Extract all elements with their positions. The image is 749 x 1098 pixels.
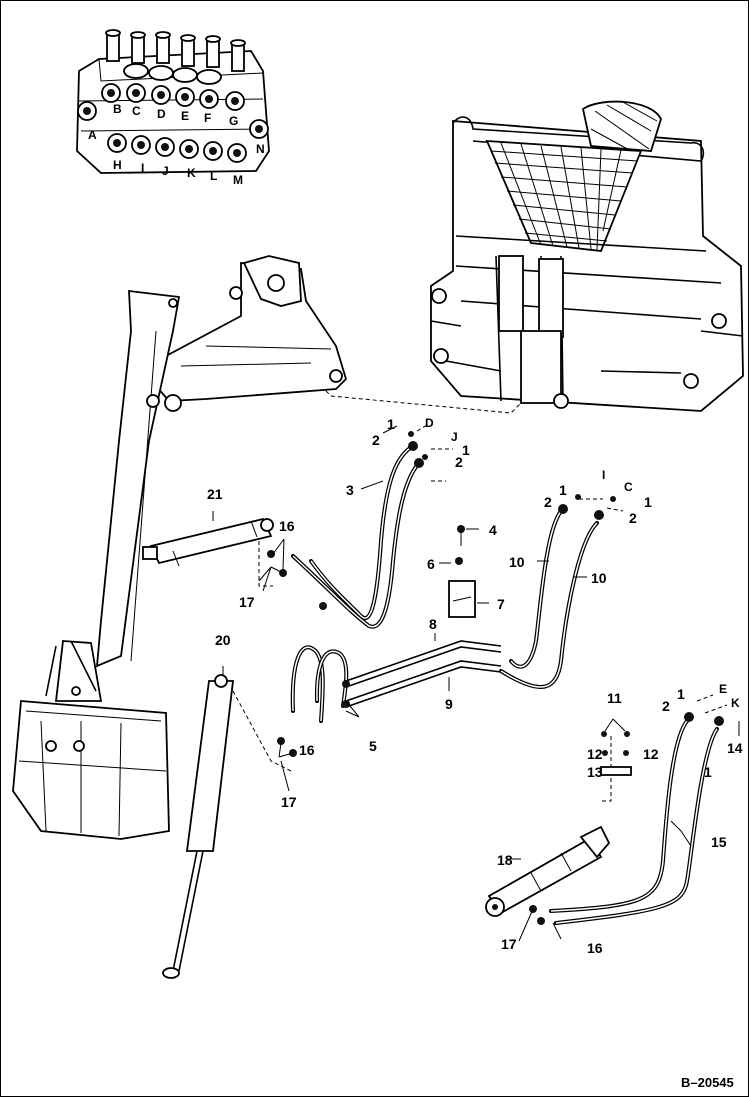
dipper-cylinder-fittings — [232, 690, 297, 772]
hose-fittings — [319, 423, 728, 776]
port-label-e: E — [181, 109, 189, 123]
callout-15: 15 — [711, 834, 727, 850]
grille-mesh — [490, 142, 638, 251]
hose-port-d: D — [425, 416, 434, 430]
callout-5: 5 — [369, 738, 377, 754]
callout-numbers: 1 2 3 1 2 4 6 7 8 9 10 10 1 2 1 2 5 16 1… — [207, 416, 743, 956]
callout-17-bottom: 17 — [501, 936, 517, 952]
callout-1-upper: 1 — [387, 416, 395, 432]
valve-spools — [105, 29, 246, 85]
boom-cylinder — [142, 517, 274, 567]
figure-reference: B–20545 — [681, 1075, 734, 1090]
port-label-j: J — [162, 164, 169, 178]
callout-9: 9 — [445, 696, 453, 712]
callout-4: 4 — [489, 522, 497, 538]
hose-port-letters: D J I C E K — [425, 416, 740, 710]
hose-port-j: J — [451, 430, 458, 444]
callout-21: 21 — [207, 486, 223, 502]
callout-20: 20 — [215, 632, 231, 648]
callout-10-left: 10 — [509, 554, 525, 570]
backhoe-mount-frame — [430, 100, 744, 412]
callout-1-i: 1 — [559, 482, 567, 498]
callout-2-j: 2 — [455, 454, 463, 470]
port-label-d: D — [157, 107, 166, 121]
callout-10-right: 10 — [591, 570, 607, 586]
callout-1-k: 1 — [704, 764, 712, 780]
callout-14: 14 — [727, 740, 743, 756]
callout-8: 8 — [429, 616, 437, 632]
callout-1-c: 1 — [644, 494, 652, 510]
callout-18: 18 — [497, 852, 513, 868]
port-label-c: C — [132, 104, 141, 118]
callout-17-lower: 17 — [281, 794, 297, 810]
hose-port-c: C — [624, 480, 633, 494]
callout-7: 7 — [497, 596, 505, 612]
callout-12-right: 12 — [643, 746, 659, 762]
callout-16-bottom: 16 — [587, 940, 603, 956]
port-label-k: K — [187, 166, 196, 180]
bucket-cylinder — [485, 825, 611, 917]
control-valve: B C D E F G A H I J K L M N — [76, 29, 270, 187]
port-label-m: M — [233, 173, 243, 187]
callout-3: 3 — [346, 482, 354, 498]
callout-16-upper: 16 — [279, 518, 295, 534]
callout-2-i: 2 — [544, 494, 552, 510]
leader-lines — [212, 425, 740, 942]
callout-11: 11 — [607, 690, 622, 706]
port-label-l: L — [210, 169, 217, 183]
hose-port-i: I — [602, 468, 605, 482]
hose-port-k: K — [731, 696, 740, 710]
callout-12-left: 12 — [587, 746, 603, 762]
callout-13: 13 — [587, 764, 603, 780]
callout-2-upper: 2 — [372, 432, 380, 448]
backhoe-boom-assembly — [12, 255, 348, 840]
port-label-f: F — [204, 111, 211, 125]
valve-ports — [77, 83, 269, 163]
port-label-g: G — [229, 114, 238, 128]
port-label-b: B — [113, 102, 122, 116]
port-label-a: A — [88, 128, 97, 142]
port-label-n: N — [256, 142, 265, 156]
callout-2-e: 2 — [662, 698, 670, 714]
callout-17-upper: 17 — [239, 594, 255, 610]
port-label-i: I — [141, 161, 144, 175]
callout-6: 6 — [427, 556, 435, 572]
callout-1-j: 1 — [462, 442, 470, 458]
callout-1-e: 1 — [677, 686, 685, 702]
mount-alignment-line — [320, 385, 522, 414]
hose-port-e: E — [719, 682, 727, 696]
dipper-cylinder — [162, 674, 235, 979]
callout-16-lower: 16 — [299, 742, 315, 758]
callout-2-c: 2 — [629, 510, 637, 526]
hoses — [290, 444, 719, 925]
port-label-h: H — [113, 158, 122, 172]
